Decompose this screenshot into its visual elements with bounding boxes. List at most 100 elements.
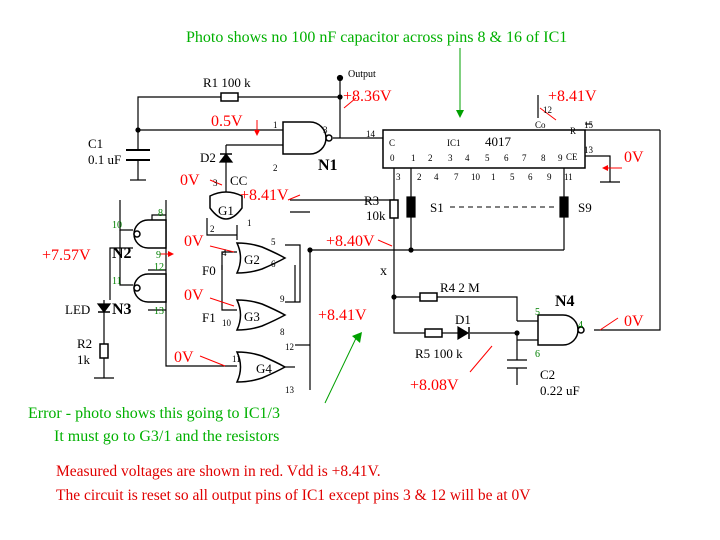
f0-label: F0 — [202, 263, 216, 278]
ic1-output-pin-5: 1 — [491, 172, 496, 182]
g4-label: G4 — [256, 361, 272, 376]
c2-name: C2 — [540, 367, 555, 382]
g4-pin11: 11 — [232, 354, 241, 364]
g3-pin10: 10 — [222, 318, 232, 328]
ic1-4017 — [382, 129, 586, 169]
f1-label: F1 — [202, 310, 216, 325]
ic1-pin13: 13 — [584, 145, 594, 155]
g3-pin9: 9 — [280, 294, 285, 304]
g2-pin4: 4 — [222, 248, 227, 258]
ic1-output-4: 4 — [465, 153, 470, 163]
g4-pin12: 12 — [285, 342, 294, 352]
annotation-lines — [324, 48, 464, 404]
ic1-output-5: 5 — [485, 153, 490, 163]
n1-pin3: 3 — [323, 125, 328, 135]
voltage-0-f1: 0V — [184, 287, 204, 304]
r3-name: R3 — [364, 193, 379, 208]
voltage-0-right: 0V — [624, 149, 644, 166]
r2-value: 1k — [77, 352, 91, 367]
voltage-8-41-mid: +8.41V — [318, 307, 367, 324]
n4-pin4: 4 — [578, 320, 583, 331]
voltage-0-g4: 0V — [174, 349, 194, 366]
gate-n1 — [282, 121, 333, 155]
n2-label: N2 — [112, 245, 132, 262]
ic1-pin12: 12 — [543, 105, 552, 115]
ic1-output-pin-6: 5 — [510, 172, 515, 182]
diode-d1 — [457, 325, 470, 341]
n2-pin8: 8 — [158, 208, 163, 219]
g2-pin5: 5 — [271, 237, 276, 247]
g2-label: G2 — [244, 252, 260, 267]
s1-label: S1 — [430, 200, 444, 215]
diode-d2 — [218, 153, 234, 163]
d2-label: D2 — [200, 150, 216, 165]
ic1-output-pin-8: 9 — [547, 172, 552, 182]
output-node — [336, 74, 344, 82]
ic1-output-1: 1 — [411, 153, 416, 163]
ic1-co: Co — [535, 120, 546, 130]
wiring — [94, 78, 661, 390]
n3-label: N3 — [112, 301, 132, 318]
gate-g2 — [235, 242, 287, 274]
gate-n4 — [537, 314, 585, 346]
voltage-0-cc: 0V — [180, 172, 200, 189]
ic1-pin14: 14 — [366, 129, 376, 139]
voltage-7-57: +7.57V — [42, 247, 91, 264]
n1-pin2: 2 — [273, 163, 278, 173]
n2-pin10: 10 — [112, 220, 122, 231]
note-error-line2: It must go to G3/1 and the resistors — [54, 428, 279, 445]
g3-label: G3 — [244, 309, 260, 324]
ic1-output-6: 6 — [504, 153, 509, 163]
g3-pin8: 8 — [280, 327, 285, 337]
r5-label: R5 100 k — [415, 346, 463, 361]
c1-value: 0.1 uF — [88, 152, 121, 167]
n1-label: N1 — [318, 157, 338, 174]
r3-value: 10k — [366, 208, 386, 223]
c1-name: C1 — [88, 136, 103, 151]
voltage-8-36: +8.36V — [343, 88, 392, 105]
ic1-name: IC1 — [447, 138, 461, 148]
gate-n3 — [133, 273, 167, 303]
ic1-r: R — [570, 126, 576, 136]
ic1-output-pin-9: 11 — [564, 172, 573, 182]
ic1-output-pin-1: 2 — [417, 172, 422, 182]
voltage-8-40: +8.40V — [326, 233, 375, 250]
ic1-ce: CE — [566, 152, 578, 162]
output-label: Output — [348, 69, 376, 80]
voltage-0-5: 0.5V — [211, 113, 243, 130]
ic1-output-pin-4: 10 — [471, 172, 481, 182]
s9-label: S9 — [578, 200, 592, 215]
ic1-output-pin-2: 4 — [434, 172, 439, 182]
n3-pin13: 13 — [154, 306, 164, 317]
n1-pin1: 1 — [273, 120, 278, 130]
junctions — [135, 94, 520, 336]
switch-s1 — [406, 196, 416, 218]
n4-pin5: 5 — [535, 307, 540, 318]
g4-pin13: 13 — [285, 385, 295, 395]
ic1-output-2: 2 — [428, 153, 433, 163]
gate-g3 — [235, 299, 287, 331]
gate-g4 — [235, 351, 287, 383]
led-label: LED — [65, 302, 90, 317]
resistor-r5 — [424, 328, 443, 338]
n4-pin6: 6 — [535, 349, 540, 360]
g2-pin6: 6 — [271, 259, 276, 269]
r4-label: R4 2 M — [440, 280, 480, 295]
voltage-arrows — [160, 97, 622, 373]
g1-pin1: 1 — [247, 218, 252, 228]
voltage-8-08: +8.08V — [410, 377, 459, 394]
gate-n2 — [133, 219, 167, 249]
d1-label: D1 — [455, 312, 471, 327]
n4-label: N4 — [555, 293, 575, 310]
r2-name: R2 — [77, 336, 92, 351]
ic1-type: 4017 — [485, 134, 512, 149]
ic1-output-pin-7: 6 — [528, 172, 533, 182]
resistor-r2 — [99, 343, 109, 359]
note-error-line1: Error - photo shows this going to IC1/3 — [28, 405, 280, 422]
n2-pin9: 9 — [156, 250, 161, 261]
ic1-output-pin-0: 3 — [396, 172, 401, 182]
note-measured-line2: The circuit is reset so all output pins … — [56, 487, 531, 504]
ic1-pin15: 15 — [584, 120, 594, 130]
